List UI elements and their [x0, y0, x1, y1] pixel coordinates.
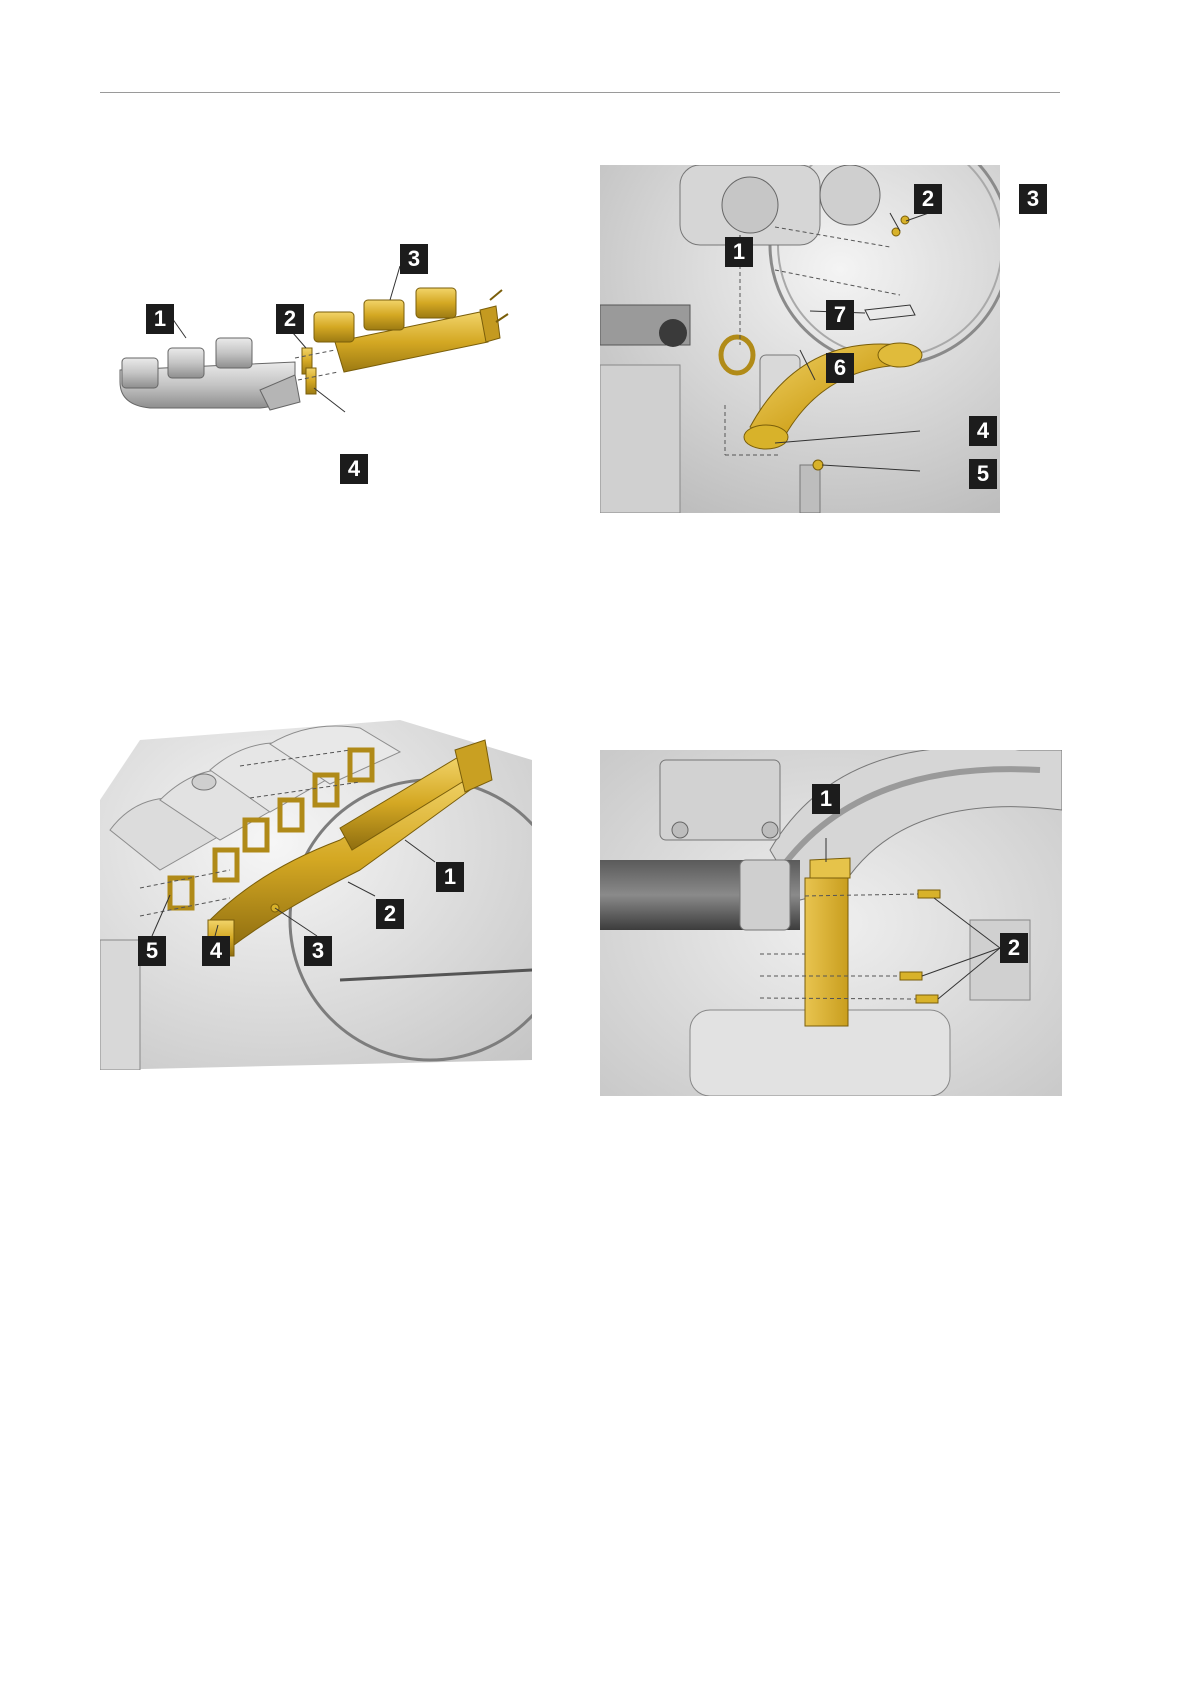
- callout-1: 1: [725, 237, 753, 267]
- callout-7: 7: [826, 300, 854, 330]
- figure-exhaust-manifold-exploded: [110, 230, 550, 480]
- callout-5: 5: [969, 459, 997, 489]
- figure-exhaust-elbow: [600, 165, 1000, 513]
- callout-2: 2: [276, 304, 304, 334]
- callout-4: 4: [340, 454, 368, 484]
- callout-2: 2: [1000, 933, 1028, 963]
- callout-2: 2: [376, 899, 404, 929]
- callout-6: 6: [826, 353, 854, 383]
- callout-4: 4: [202, 936, 230, 966]
- callout-1: 1: [146, 304, 174, 334]
- callout-5: 5: [138, 936, 166, 966]
- figure-manifold-installed: [100, 720, 532, 1070]
- callout-4: 4: [969, 416, 997, 446]
- callout-3: 3: [1019, 184, 1047, 214]
- callout-3: 3: [400, 244, 428, 274]
- callout-2: 2: [914, 184, 942, 214]
- callout-1: 1: [812, 784, 840, 814]
- header-rule: [100, 92, 1060, 93]
- callout-1: 1: [436, 862, 464, 892]
- callout-3: 3: [304, 936, 332, 966]
